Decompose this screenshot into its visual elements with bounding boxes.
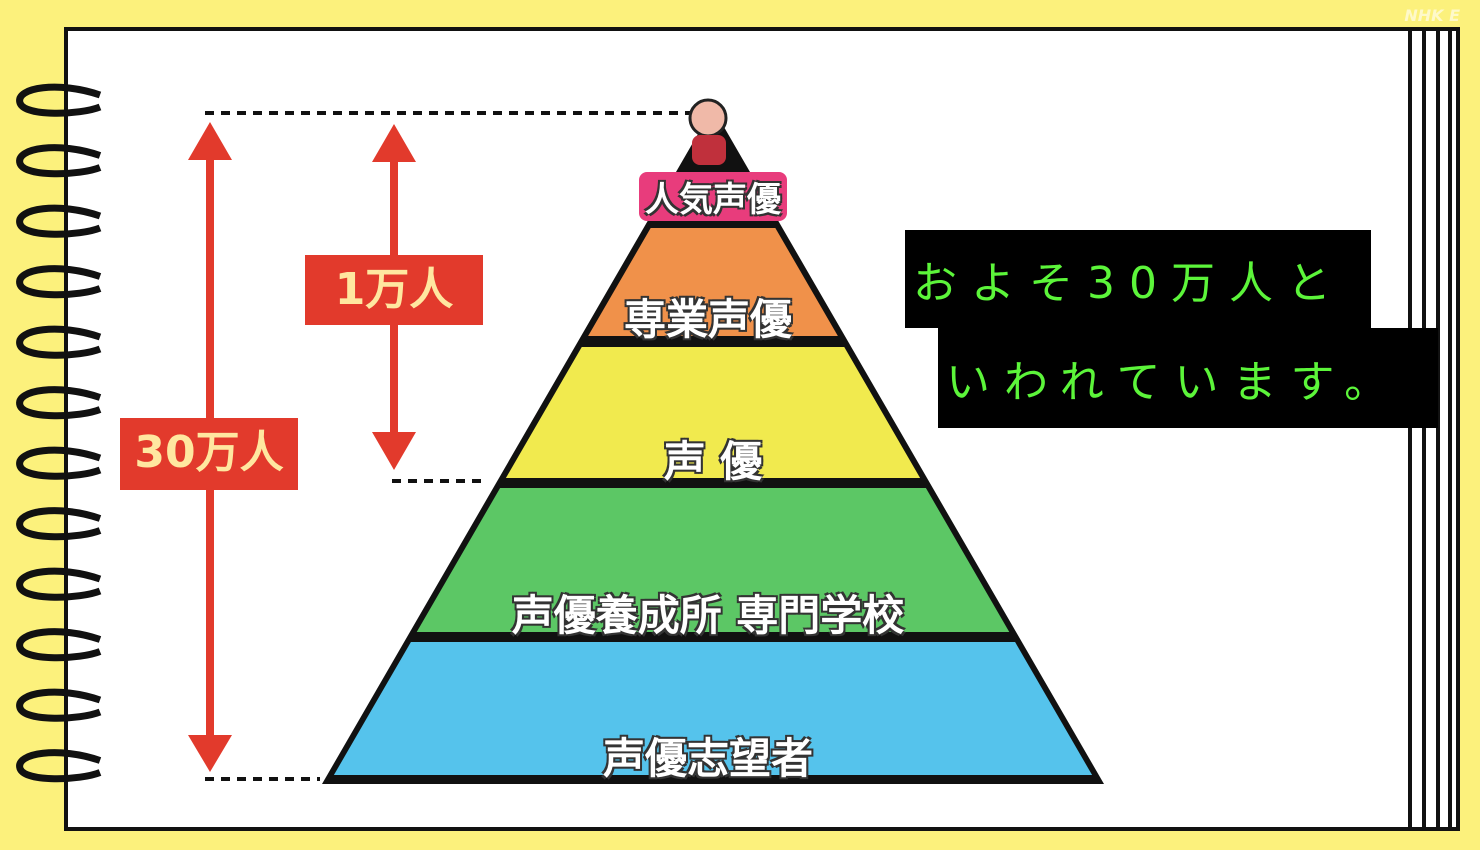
spiral-ring (16, 204, 102, 238)
caption-line-2: いわれています。 (938, 328, 1438, 428)
top-puppet (688, 98, 728, 165)
spiral-ring (16, 83, 102, 117)
layer-voice-actor (505, 347, 921, 478)
label-30man: 30万人 (120, 418, 298, 490)
caption-line-1: およそ30万人と (905, 230, 1371, 328)
spiral-binding (16, 83, 102, 783)
layer-professional (588, 228, 838, 336)
spiral-ring (16, 325, 102, 359)
spiral-ring (16, 688, 102, 722)
spiral-ring (16, 446, 102, 480)
spiral-ring (16, 507, 102, 541)
page-edge-lines (1408, 30, 1452, 830)
layer-label: 専業声優 (623, 295, 793, 344)
spiral-ring (16, 265, 102, 299)
layer-label: 声 優 (663, 437, 763, 486)
layer-label: 声優養成所 専門学校 (511, 591, 905, 640)
layer-training-school (416, 488, 1010, 632)
spiral-ring (16, 749, 102, 783)
spiral-ring (16, 386, 102, 420)
layer-aspirant (333, 642, 1093, 775)
spiral-ring (16, 567, 102, 601)
spiral-ring (16, 144, 102, 178)
channel-watermark: NHK E (1404, 6, 1460, 25)
layer-label: 人気声優 (639, 172, 787, 221)
label-1man: 1万人 (305, 255, 483, 325)
layer-label: 声優志望者 (602, 734, 814, 783)
dotted-guides (205, 111, 690, 781)
spiral-ring (16, 628, 102, 662)
